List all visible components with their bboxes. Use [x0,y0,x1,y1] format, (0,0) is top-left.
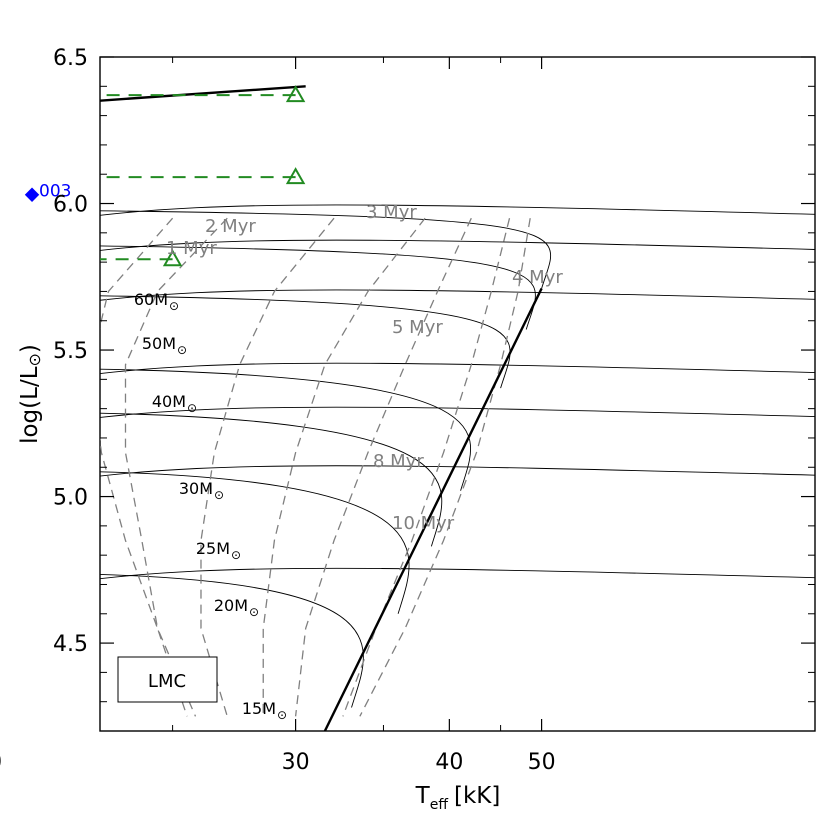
y-tick-label: 4.5 [53,632,88,657]
data-points: 003533458424739 [24,85,306,267]
mass-label-text: 25M [196,539,230,558]
sun-symbol-icon: ⊙ [187,401,197,415]
isochrone-label: 8 Myr [373,451,424,472]
x-tick-label: 40 [435,750,463,775]
isochrone-1 [359,218,531,717]
sun-symbol-icon: ⊙ [249,605,259,619]
mass-label: 25M⊙ [196,539,241,562]
sun-symbol-icon: ⊙ [169,299,179,313]
mass-label-text: 30M [179,479,213,498]
mass-label-text: 40M [152,392,186,411]
mass-label-text: 50M [142,334,176,353]
hd-limit-line [100,85,306,102]
track-30msun [100,362,815,491]
track-40msun [100,289,815,389]
isochrone-label: 2 Myr [205,216,256,237]
legend-label: LMC [148,671,186,692]
svg-text:log(L/L⊙): log(L/L⊙) [17,344,44,444]
isochrones [100,217,531,717]
star-id-label: 003 [39,182,71,202]
track-60msun [100,204,815,289]
isochrone-3 [294,217,472,717]
isochrone-label: 5 Myr [392,317,443,338]
sun-symbol-icon: ⊙ [177,343,187,357]
model-triangle-marker [285,167,306,185]
sun-symbol-icon: ⊙ [25,353,44,366]
zams-line [323,287,543,731]
track-20msun [100,465,815,614]
mass-label: 30M⊙ [179,479,224,502]
x-tick-label: 20 [0,750,2,775]
mass-label: 20M⊙ [214,596,259,619]
isochrone-label: 10 Myr [392,513,455,534]
y-tick-label: 6.0 [53,193,88,218]
y-tick-label: 5.0 [53,486,88,511]
isochrone-label: 3 Myr [366,202,417,223]
x-tick-label: 50 [528,750,556,775]
axes: 50403020104.55.05.56.06.5 [0,46,815,775]
reference-lines [100,85,543,731]
isochrone-5 [200,217,335,717]
mass-label-text: 60M [134,290,168,309]
track-25msun [100,406,815,547]
sun-symbol-icon: ⊙ [231,548,241,562]
model-triangle-marker [162,249,183,267]
x-axis-title: Teff[kK] [415,783,501,813]
isochrone-4 [262,217,426,717]
model-triangle-marker [285,85,306,103]
mass-label-text: 20M [214,596,248,615]
mass-label: 50M⊙ [142,334,187,357]
mass-label-text: 15M [242,699,276,718]
isochrone-7 [100,217,197,717]
observed-star-marker [24,187,40,202]
track-15msun [100,567,815,708]
x-tick-label: 30 [282,750,310,775]
legend-box [117,656,218,703]
sun-symbol-icon: ⊙ [277,708,287,722]
y-tick-label: 6.5 [53,46,88,71]
y-axis-title: log(L/L⊙) [17,344,44,444]
mass-label: 60M⊙ [134,290,179,313]
track-50msun [100,239,815,330]
mass-label: 40M⊙ [152,392,197,415]
isochrone-label: 4 Myr [512,267,563,288]
plot-frame [99,56,816,732]
y-tick-label: 5.5 [53,339,88,364]
isochrone-label: 1 Myr [166,238,217,259]
evolutionary-tracks [100,204,815,708]
isochrone-2 [342,218,511,717]
mass-label: 15M⊙ [242,699,287,722]
sun-symbol-icon: ⊙ [214,488,224,502]
